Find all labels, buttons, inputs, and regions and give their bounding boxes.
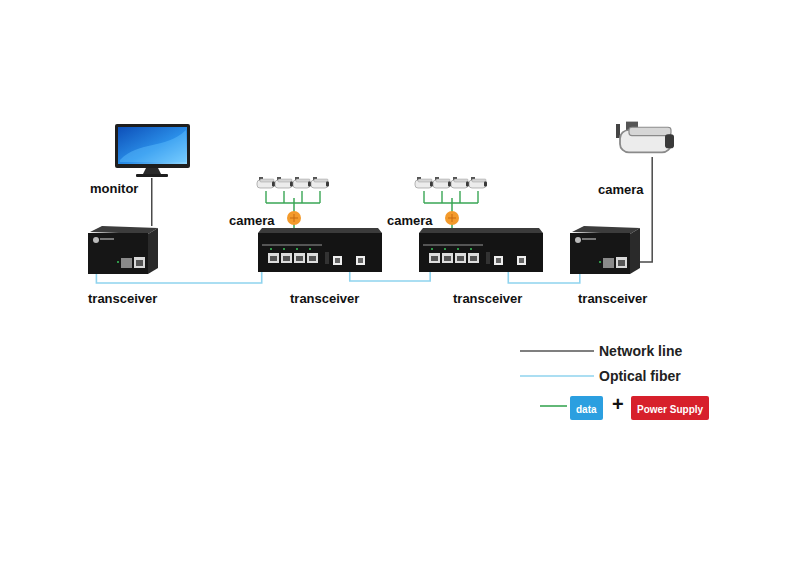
transceiver: transceiver [419,228,543,272]
network-line [151,178,153,226]
legend-line-sample [540,405,567,407]
camera: camera [618,124,678,157]
camera-group: camera [413,174,491,198]
monitor: monitor [115,124,190,178]
network-line [640,157,652,262]
monitor-picture [115,124,190,177]
device-label: camera [598,182,644,197]
transceiver: transceiver [570,226,640,274]
device-label: transceiver [453,291,522,306]
legend-swatch: data [570,396,603,420]
transceiver: transceiver [258,228,382,272]
device-label: transceiver [88,291,157,306]
camera-group: camera [255,174,333,198]
device-label: monitor [90,181,138,196]
splitter-dot [287,211,459,225]
plus-sign: + [612,393,624,415]
legend-text: data [576,403,597,416]
optical-fiber [508,272,580,283]
legend-line-sample [520,375,594,377]
camera-group-picture [257,177,487,188]
optical-fiber [96,272,261,283]
optical-fiber [350,272,430,281]
legend-text: Power Supply [637,403,703,416]
legend-swatch: Power Supply [631,396,709,420]
transceiver: transceiver [88,226,158,274]
legend-text: Optical fiber [599,368,681,384]
device-label: transceiver [290,291,359,306]
transceiver-picture [88,226,640,274]
camera-picture [616,122,674,153]
device-label: camera [229,213,275,228]
legend-text: Network line [599,343,682,359]
legend-line-sample [520,350,594,352]
camera-bracket [266,191,478,203]
device-label: transceiver [578,291,647,306]
device-label: camera [387,213,433,228]
